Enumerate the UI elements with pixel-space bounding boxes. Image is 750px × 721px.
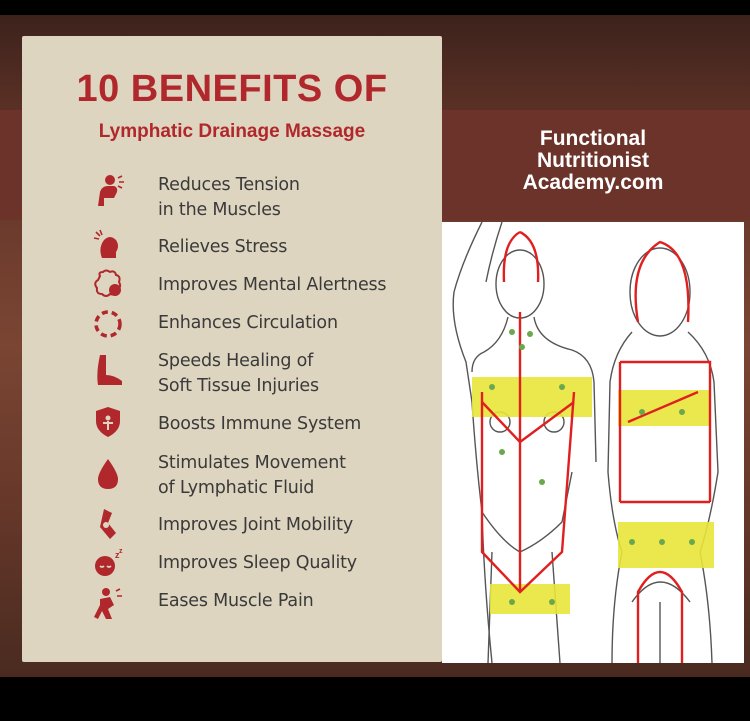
groin-lymph-zone <box>490 584 570 614</box>
benefit-10: Eases Muscle Pain <box>158 591 314 611</box>
benefit-8: Improves Joint Mobility <box>158 515 354 535</box>
stress-head-icon <box>93 229 118 258</box>
droplet-icon <box>98 459 118 489</box>
muscle-pain-icon <box>94 588 122 619</box>
foot-icon <box>97 355 122 385</box>
brand-logo: Functional Nutritionist Academy.com <box>488 128 698 194</box>
benefits-card: 10 BENEFITS OF Lymphatic Drainage Massag… <box>22 36 442 662</box>
lymphatic-body-diagram <box>442 221 744 664</box>
person-tension-icon <box>98 175 124 206</box>
benefit-6: Boosts Immune System <box>158 414 362 434</box>
benefit-3: Improves Mental Alertness <box>158 275 387 295</box>
shield-icon <box>96 407 120 437</box>
circulation-circle-icon <box>94 310 122 338</box>
page-title: 10 BENEFITS OF <box>76 68 388 110</box>
brain-icon <box>94 269 122 297</box>
body-illustration <box>452 221 719 664</box>
svg-text:z: z <box>119 548 123 555</box>
back-lower-lymph-zone <box>618 522 714 568</box>
benefit-2: Relieves Stress <box>158 237 288 257</box>
benefit-9: Improves Sleep Quality <box>158 553 357 573</box>
brand-line-3: Academy.com <box>522 171 664 194</box>
joint-icon <box>100 509 116 539</box>
page-subtitle: Lymphatic Drainage Massage <box>98 121 366 142</box>
brand-line-1: Functional <box>539 127 647 150</box>
benefit-4: Enhances Circulation <box>158 313 338 333</box>
brand-line-2: Nutritionist <box>537 149 649 172</box>
sleep-icon: z z <box>95 548 123 576</box>
svg-text:z: z <box>115 550 120 560</box>
back-figure <box>607 247 719 664</box>
